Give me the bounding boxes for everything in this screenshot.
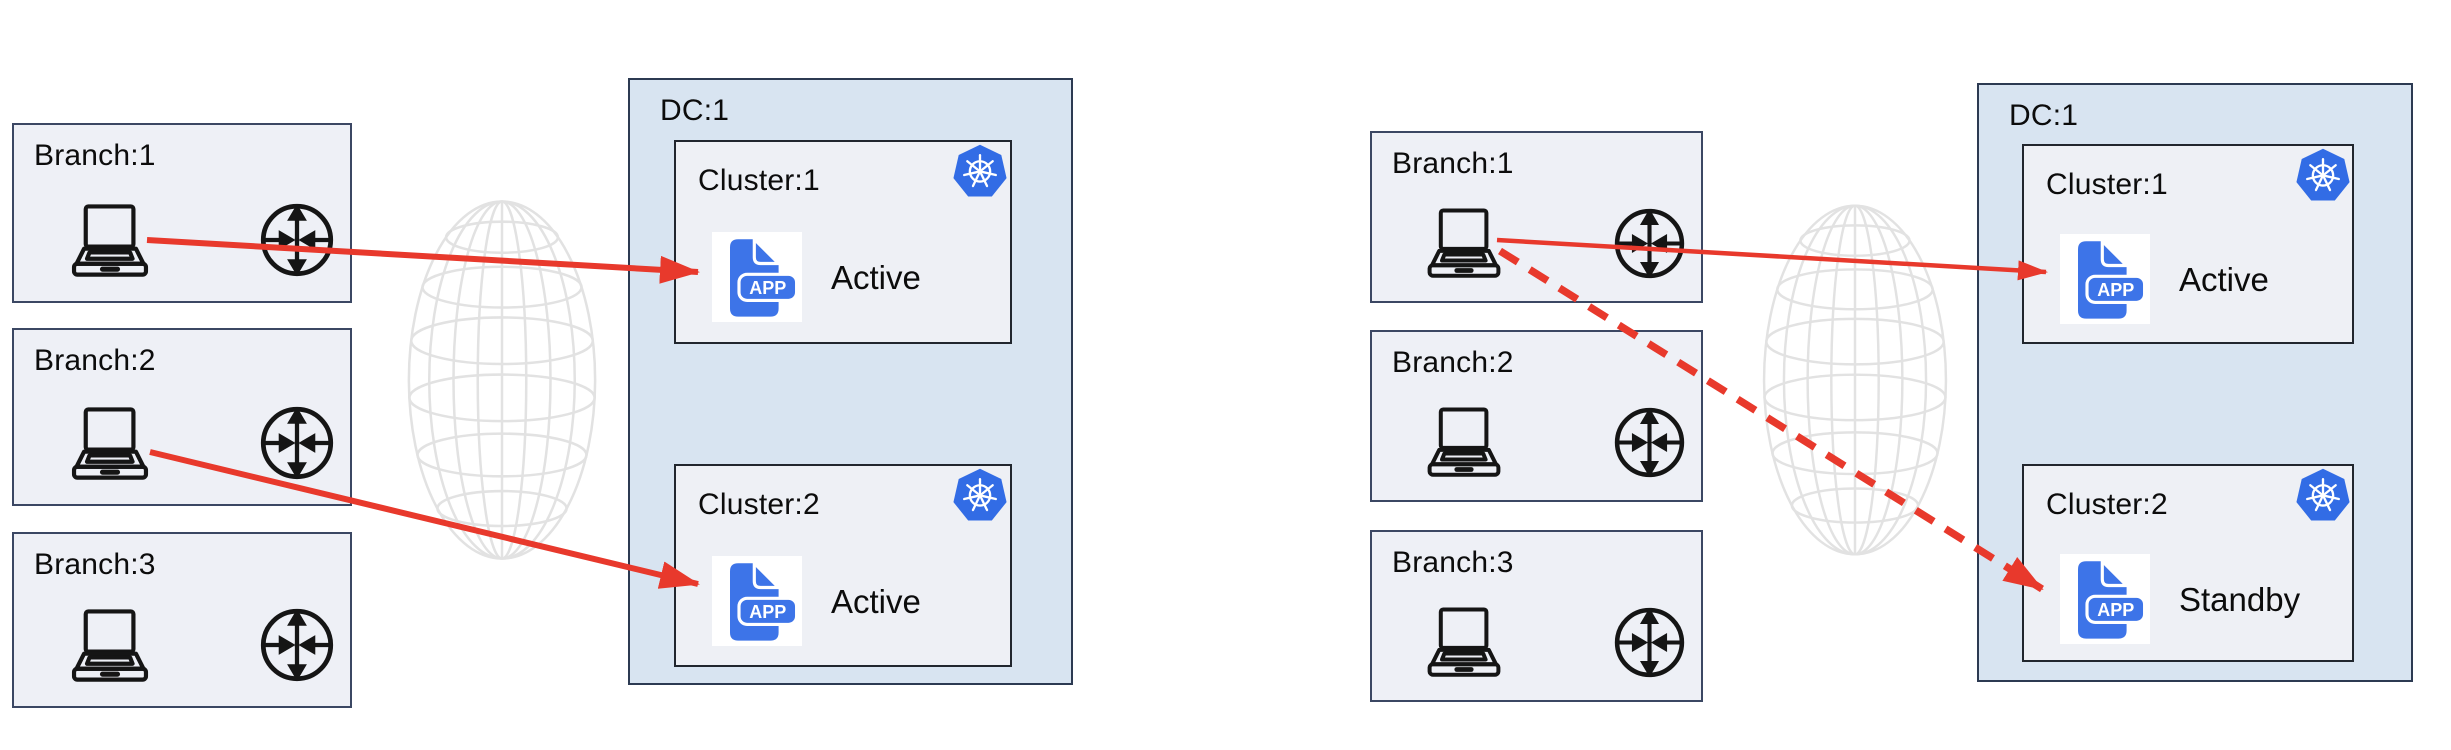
app-icon-text: APP bbox=[2097, 280, 2134, 300]
app-document-icon: APP bbox=[711, 232, 803, 322]
branch-label: Branch:3 bbox=[34, 548, 156, 581]
cluster-status: Active bbox=[831, 259, 921, 296]
left-branch-1-box: Branch:1 bbox=[12, 123, 352, 303]
left-branch-3-box: Branch:3 bbox=[12, 532, 352, 708]
router-icon bbox=[1613, 207, 1686, 280]
cluster-status: Active bbox=[831, 583, 921, 620]
kubernetes-icon bbox=[2294, 467, 2352, 525]
right-dc-box: DC:1 Cluster:1 APP Active Cluster:2 APP … bbox=[1977, 83, 2413, 682]
right-branch-2-box: Branch:2 bbox=[1370, 330, 1703, 502]
kubernetes-icon bbox=[2294, 147, 2352, 205]
laptop-icon bbox=[1420, 207, 1508, 282]
left-cluster-2-box: Cluster:2 APP Active bbox=[674, 464, 1012, 667]
branch-label: Branch:3 bbox=[1392, 546, 1514, 579]
router-icon bbox=[259, 405, 335, 481]
cluster-label: Cluster:2 bbox=[698, 488, 820, 521]
dc-label: DC:1 bbox=[660, 94, 730, 127]
cluster-label: Cluster:1 bbox=[698, 164, 820, 197]
kubernetes-icon bbox=[951, 467, 1009, 525]
left-branch-2-box: Branch:2 bbox=[12, 328, 352, 506]
app-document-icon: APP bbox=[2059, 234, 2151, 324]
left-dc-box: DC:1 Cluster:1 APP Active Cluster:2 APP … bbox=[628, 78, 1073, 685]
router-icon bbox=[259, 607, 335, 683]
app-icon-text: APP bbox=[2097, 600, 2134, 620]
laptop-icon bbox=[64, 406, 156, 484]
cluster-status: Active bbox=[2179, 261, 2269, 298]
internet-globe-icon bbox=[405, 194, 599, 566]
laptop-icon bbox=[64, 608, 156, 686]
app-icon-text: APP bbox=[749, 278, 786, 298]
branch-label: Branch:1 bbox=[1392, 147, 1514, 180]
cluster-label: Cluster:2 bbox=[2046, 488, 2168, 521]
router-icon bbox=[1613, 606, 1686, 679]
internet-globe-icon bbox=[1757, 200, 1953, 560]
router-icon bbox=[259, 202, 335, 278]
laptop-icon bbox=[1420, 406, 1508, 481]
right-cluster-2-box: Cluster:2 APP Standby bbox=[2022, 464, 2354, 662]
app-document-icon: APP bbox=[711, 556, 803, 646]
laptop-icon bbox=[1420, 606, 1508, 681]
right-cluster-1-box: Cluster:1 APP Active bbox=[2022, 144, 2354, 344]
kubernetes-icon bbox=[951, 143, 1009, 201]
dc-label: DC:1 bbox=[2009, 99, 2079, 132]
cluster-status: Standby bbox=[2179, 581, 2301, 618]
laptop-icon bbox=[64, 203, 156, 281]
right-branch-3-box: Branch:3 bbox=[1370, 530, 1703, 702]
app-icon-text: APP bbox=[749, 602, 786, 622]
cluster-label: Cluster:1 bbox=[2046, 168, 2168, 201]
app-document-icon: APP bbox=[2059, 554, 2151, 644]
router-icon bbox=[1613, 406, 1686, 479]
branch-label: Branch:2 bbox=[34, 344, 156, 377]
branch-label: Branch:2 bbox=[1392, 346, 1514, 379]
left-cluster-1-box: Cluster:1 APP Active bbox=[674, 140, 1012, 344]
branch-label: Branch:1 bbox=[34, 139, 156, 172]
right-branch-1-box: Branch:1 bbox=[1370, 131, 1703, 303]
